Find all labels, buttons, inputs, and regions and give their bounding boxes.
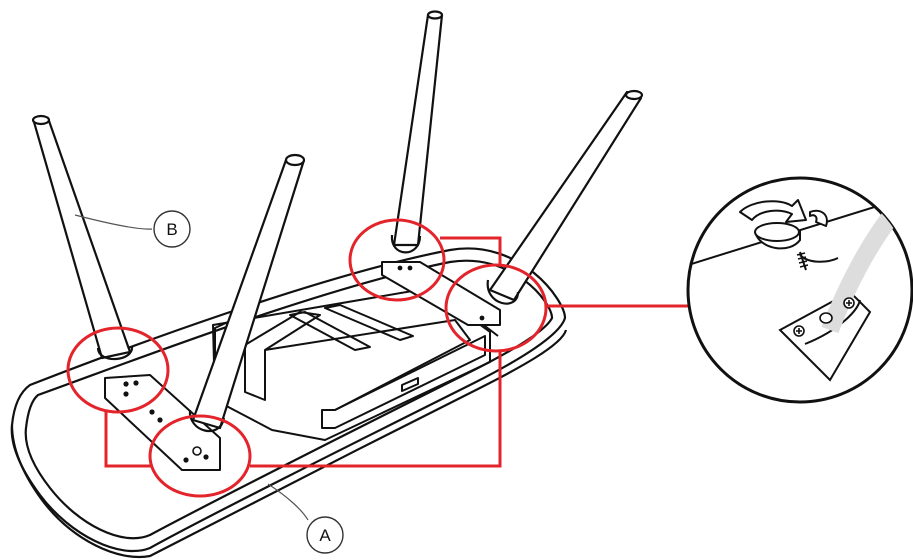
highlight-connectors bbox=[104, 236, 688, 468]
bolt-icon bbox=[754, 222, 809, 271]
table-top-front-thickness bbox=[10, 329, 568, 559]
mounting-holes bbox=[123, 265, 485, 463]
drawer-handle bbox=[401, 377, 419, 392]
screw-hole bbox=[397, 265, 403, 271]
table-top-inner-edge bbox=[24, 259, 554, 540]
screw-hole bbox=[157, 417, 163, 423]
callout-a-circle bbox=[306, 516, 344, 554]
detail-screw-holes bbox=[793, 297, 855, 337]
screw-hole bbox=[203, 454, 209, 460]
highlight-circle-rear-leg bbox=[348, 218, 446, 302]
screw-hole bbox=[123, 391, 129, 397]
highlight-circle-left-leg bbox=[66, 326, 170, 414]
detail-circle bbox=[686, 176, 913, 404]
mounting-plate-rear bbox=[381, 261, 501, 326]
callout-a-leader bbox=[267, 483, 309, 521]
callout-b-label: B bbox=[166, 220, 177, 239]
leg-far-left bbox=[31, 114, 134, 361]
drawer-bottom-panel bbox=[264, 319, 471, 411]
screw-hole bbox=[479, 315, 485, 321]
callout-b-leader bbox=[74, 214, 153, 230]
connector-rear-pair bbox=[440, 236, 502, 266]
drawer-front-panel bbox=[321, 335, 486, 429]
highlight-circles bbox=[66, 218, 548, 498]
center-hole-icon bbox=[819, 312, 833, 324]
center-hole bbox=[192, 446, 202, 456]
screw-hole bbox=[133, 380, 139, 386]
callout-b: B bbox=[74, 210, 191, 248]
mounting-plate-left bbox=[104, 374, 221, 471]
detail-view bbox=[686, 176, 913, 404]
mounting-plates bbox=[104, 261, 501, 471]
drawer-crossbar-2 bbox=[324, 304, 414, 341]
highlight-circle-front-leg bbox=[148, 414, 252, 498]
highlight-circle-right-leg bbox=[444, 263, 548, 353]
detail-mounting-plate bbox=[778, 290, 872, 382]
callout-b-circle bbox=[153, 210, 191, 248]
screw-hole bbox=[183, 457, 189, 463]
drawer-crossbar-1 bbox=[289, 311, 371, 351]
curved-arrow-icon bbox=[739, 199, 828, 227]
legs bbox=[31, 10, 644, 433]
callout-a-label: A bbox=[319, 526, 331, 545]
screw-hole bbox=[123, 381, 129, 387]
detail-plate-crease bbox=[804, 299, 861, 345]
connector-front-pair bbox=[104, 350, 502, 468]
screw-hole bbox=[407, 265, 413, 271]
leg-right bbox=[486, 89, 644, 305]
leg-rear bbox=[390, 10, 444, 254]
callout-a: A bbox=[267, 483, 344, 554]
screw-hole bbox=[149, 409, 155, 415]
